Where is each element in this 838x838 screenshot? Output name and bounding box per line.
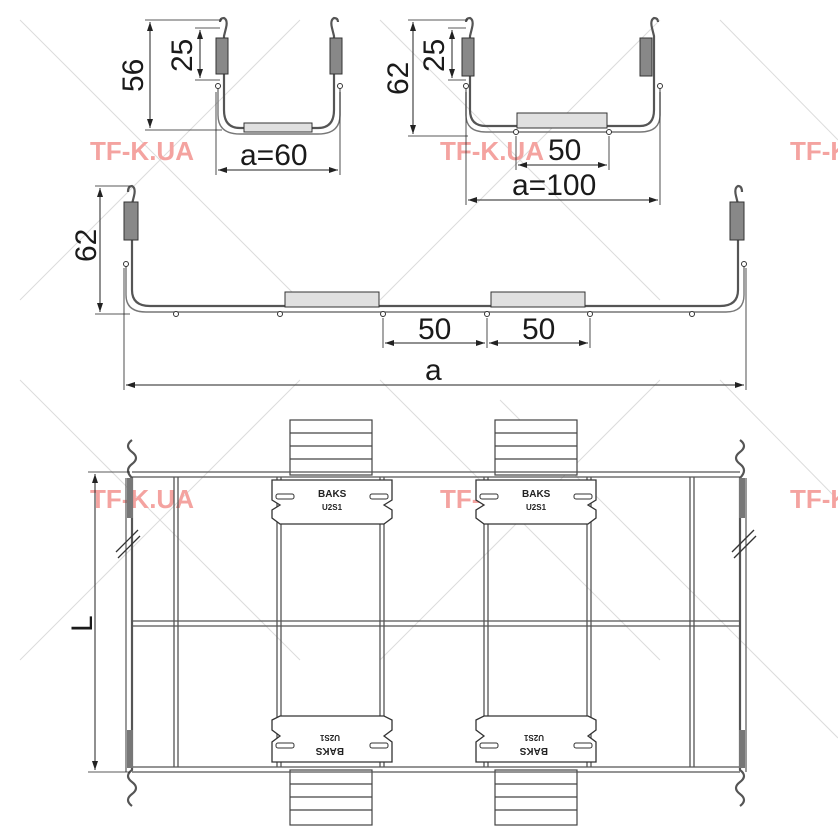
connector-brackets [271, 479, 597, 763]
code-label: U2S1 [322, 503, 343, 512]
watermark-text: TF-K.UA [90, 136, 194, 166]
watermark-text: TF-K.UA [790, 484, 838, 514]
dim-hook-25: 25 [418, 39, 451, 72]
profile-medium: 62 25 50 a=100 [382, 16, 663, 205]
dim-width-a60: a=60 [240, 139, 308, 172]
dim-height-56: 56 [117, 59, 150, 92]
dim-width-a: a [425, 354, 442, 387]
profile-small: 56 25 a=60 [117, 16, 343, 175]
dim-height-62: 62 [70, 229, 103, 262]
watermark-text: TF-K.UA [440, 136, 544, 166]
dim-gap-50: 50 [548, 134, 581, 167]
brand-label: BAKS [315, 745, 344, 756]
brand-label: BAKS [318, 489, 347, 500]
dim-gap2-50: 50 [522, 313, 555, 346]
watermark-text: TF-K.UA [790, 136, 838, 166]
brand-label: BAKS [522, 489, 551, 500]
watermark-text: TF-K.UA [90, 484, 194, 514]
code-label: U2S1 [319, 733, 340, 742]
dim-height-62: 62 [382, 62, 415, 95]
dim-width-a100: a=100 [512, 169, 596, 202]
plan-view: BAKS U2S1 BAKS U2S1 BAKS U2S1 BAKS U2S1 … [66, 419, 757, 826]
dim-gap1-50: 50 [418, 313, 451, 346]
profile-wide: 62 50 50 a [70, 184, 747, 390]
connector-plates [289, 419, 578, 826]
brand-label: BAKS [519, 745, 548, 756]
code-label: U2S1 [526, 503, 547, 512]
dim-length-L: L [66, 615, 99, 632]
code-label: U2S1 [523, 733, 544, 742]
dim-hook-25: 25 [166, 39, 199, 72]
